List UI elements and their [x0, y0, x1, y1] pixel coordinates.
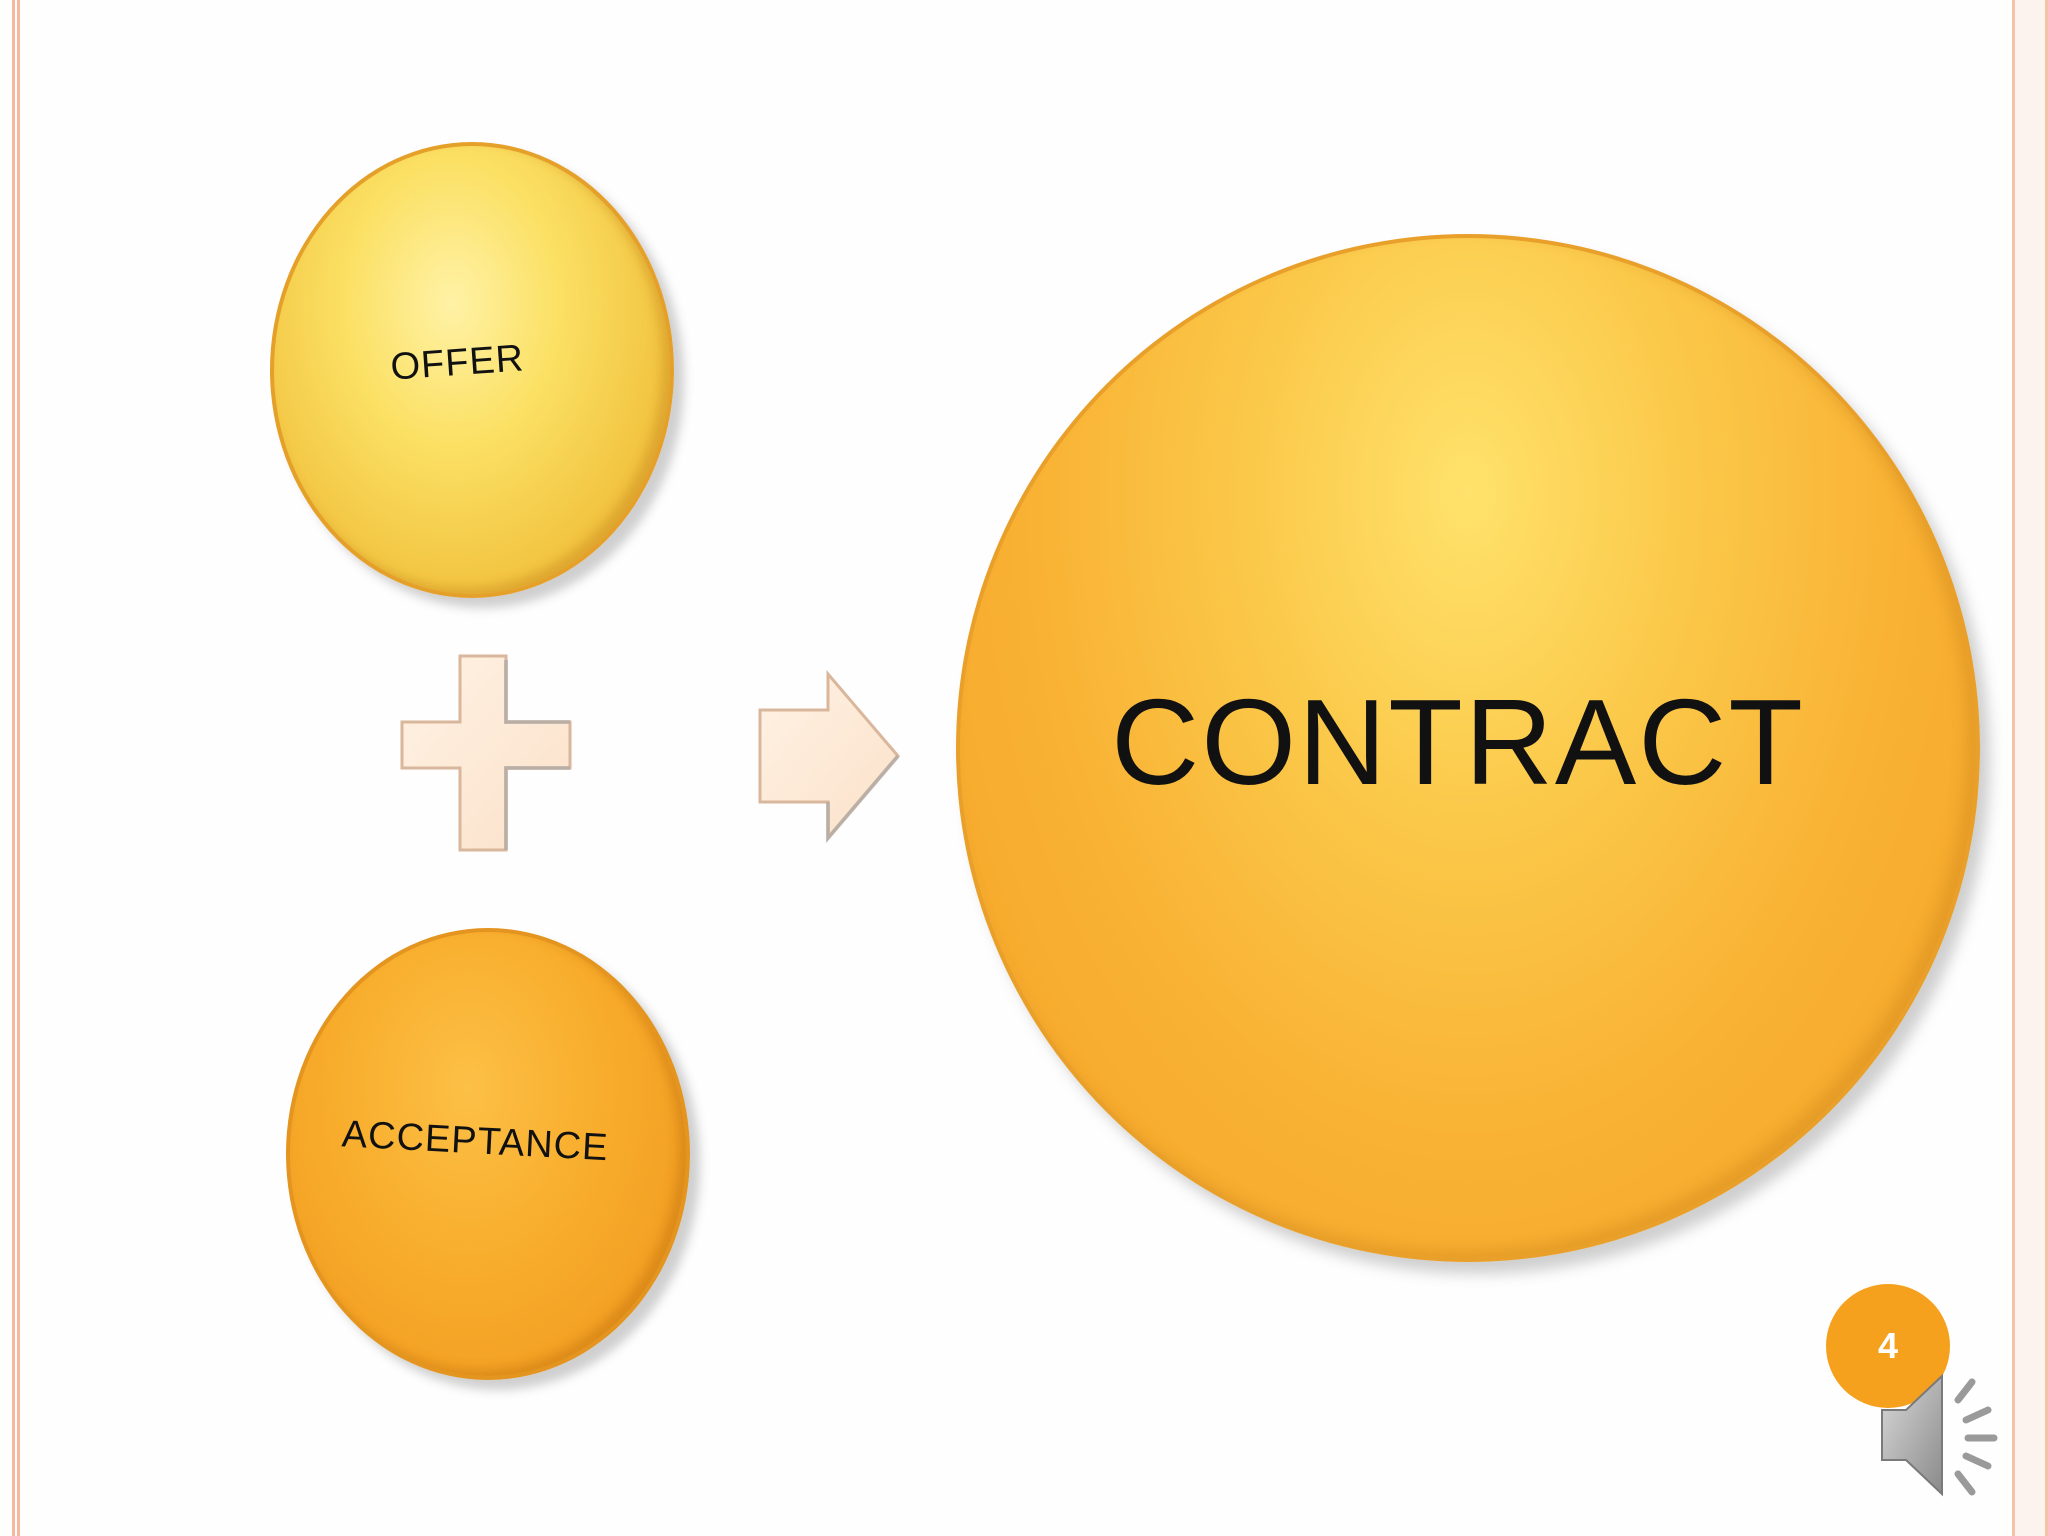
acceptance-label: ACCEPTANCE [340, 1112, 610, 1169]
acceptance-circle: ACCEPTANCE [286, 928, 690, 1380]
right-arrow-icon [758, 670, 900, 844]
contract-label: CONTRACT [1111, 674, 1805, 810]
right-border-decoration [2012, 0, 2048, 1536]
left-border-decoration [12, 0, 20, 1536]
offer-label: OFFER [389, 336, 526, 389]
page-number: 4 [1877, 1325, 1899, 1366]
speaker-icon[interactable] [1876, 1370, 2016, 1500]
contract-circle: CONTRACT [956, 234, 1980, 1262]
plus-icon [400, 654, 572, 852]
offer-circle: OFFER [270, 142, 674, 598]
